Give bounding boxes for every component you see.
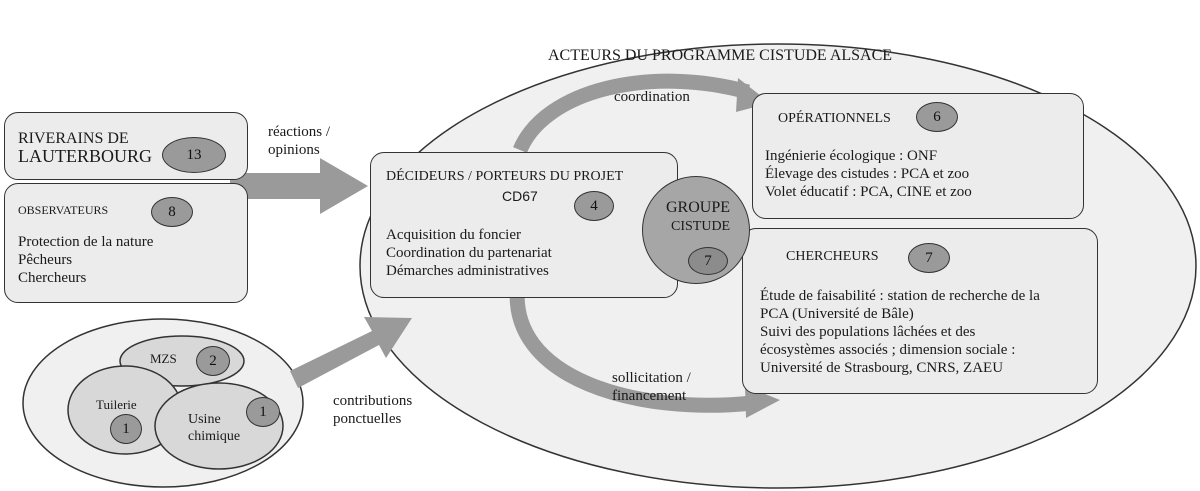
sollicitation-label-line2: financement bbox=[612, 388, 687, 404]
decideurs-title: DÉCIDEURS / PORTEURS DU PROJET bbox=[386, 169, 624, 184]
reactions-arrow bbox=[230, 158, 368, 214]
decideurs-item: Démarches administratives bbox=[386, 263, 549, 279]
operationnels-count-badge: 6 bbox=[916, 102, 958, 132]
operationnels-item: Volet éducatif : PCA, CINE et zoo bbox=[765, 184, 972, 200]
operationnels-item: Ingénierie écologique : ONF bbox=[765, 148, 938, 164]
operationnels-title: OPÉRATIONNELS bbox=[778, 111, 891, 126]
decideurs-box bbox=[370, 152, 678, 298]
riverains-count-badge: 13 bbox=[162, 137, 226, 173]
observateurs-item: Chercheurs bbox=[18, 270, 87, 286]
groupe-cistude-label-line2: CISTUDE bbox=[671, 219, 731, 234]
coordination-label: coordination bbox=[614, 89, 690, 105]
groupe-cistude-count-badge: 7 bbox=[688, 247, 728, 275]
reactions-label-line1: réactions / bbox=[268, 124, 331, 140]
chercheurs-item: Étude de faisabilité : station de recher… bbox=[760, 288, 1040, 304]
usine-label-line2: chimique bbox=[188, 429, 241, 444]
reactions-label-line2: opinions bbox=[268, 142, 320, 158]
chercheurs-item: Université de Strasbourg, CNRS, ZAEU bbox=[760, 360, 1004, 376]
observateurs-box bbox=[4, 183, 248, 303]
chercheurs-item: Suivi des populations lâchées et des bbox=[760, 324, 976, 340]
decideurs-item: Coordination du partenariat bbox=[386, 245, 552, 261]
decideurs-count-badge: 4 bbox=[574, 191, 614, 221]
operationnels-item: Élevage des cistudes : PCA et zoo bbox=[765, 166, 970, 182]
sollicitation-arrowhead bbox=[745, 386, 780, 418]
usine-label-line1: Usine bbox=[188, 412, 221, 427]
decideurs-subtitle: CD67 bbox=[502, 188, 538, 204]
chercheurs-item: PCA (Université de Bâle) bbox=[760, 306, 914, 322]
sollicitation-label-line1: sollicitation / bbox=[612, 370, 691, 386]
usine-count-badge: 1 bbox=[246, 397, 280, 427]
tuilerie-label: Tuilerie bbox=[96, 397, 137, 412]
observateurs-count-badge: 8 bbox=[151, 197, 193, 227]
chercheurs-item: écosystèmes associés ; dimension sociale… bbox=[760, 342, 1016, 358]
diagram-title: ACTEURS DU PROGRAMME CISTUDE ALSACE bbox=[548, 47, 893, 64]
observateurs-item: Pêcheurs bbox=[18, 252, 73, 268]
sollicitation-arrow bbox=[509, 282, 753, 413]
mzs-count-badge: 2 bbox=[196, 346, 230, 376]
coordination-arrow bbox=[513, 73, 750, 154]
mzs-label: MZS bbox=[150, 351, 177, 366]
decideurs-item: Acquisition du foncier bbox=[386, 227, 521, 243]
contributions-label-line1: contributions bbox=[333, 393, 413, 409]
riverains-label-line1: RIVERAINS DE bbox=[18, 130, 129, 147]
contributions-arrow bbox=[290, 317, 412, 388]
groupe-cistude-label-line1: GROUPE bbox=[666, 199, 731, 216]
riverains-label-line2: LAUTERBOURG bbox=[18, 146, 152, 166]
tuilerie-count-badge: 1 bbox=[110, 414, 142, 444]
contributions-label-line2: ponctuelles bbox=[333, 411, 402, 427]
observateurs-item: Protection de la nature bbox=[18, 234, 154, 250]
observateurs-title: OBSERVATEURS bbox=[18, 203, 109, 217]
chercheurs-title: CHERCHEURS bbox=[786, 249, 879, 264]
chercheurs-count-badge: 7 bbox=[908, 243, 950, 273]
